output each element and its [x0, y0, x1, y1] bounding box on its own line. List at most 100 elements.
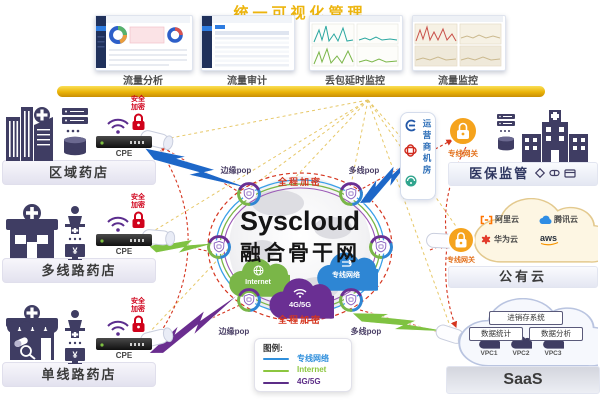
cpe-router-device: [96, 338, 152, 350]
aliyun-icon: [480, 215, 493, 224]
internet-cloud-label: Internet: [226, 265, 290, 288]
hospital-building-icon: [522, 110, 588, 162]
provider-tencent-cloud: 腾讯云: [538, 214, 592, 225]
provider-huawei-cloud: 华为云: [480, 233, 534, 246]
encryption-label-top: 全程加密: [277, 177, 322, 187]
medicine-icon: [549, 169, 560, 177]
svg-text:aws: aws: [540, 233, 557, 243]
public-cloud-providers: 阿里云 腾讯云 华为云 aws: [480, 214, 592, 246]
pop-label-edge-top: 边缘pop: [220, 166, 252, 175]
vpc1-label: VPC1: [480, 350, 498, 357]
dashboard-label-traffic-analysis: 流量分析: [123, 76, 163, 87]
backbone-brand: Syscloud: [239, 206, 361, 236]
site-single-line-pharmacy: 单线路药店 ¥ 安全加密 CPE: [2, 298, 164, 394]
dashboard-thumb-traffic-audit: [201, 15, 295, 71]
server-database-icons: [62, 108, 88, 156]
legend-line-internet: [263, 370, 289, 372]
provider-aws: aws: [538, 233, 592, 246]
tencent-cloud-icon: [539, 215, 552, 224]
wifi-icon: [107, 216, 129, 232]
legend-label-dedicated: 专线网络: [297, 354, 329, 363]
globe-icon: [253, 265, 263, 276]
cpe-router-device: [96, 136, 152, 148]
wifi-icon: [293, 289, 307, 298]
china-unicom-icon: [404, 144, 417, 157]
site-label-platform: 单线路药店: [2, 362, 156, 387]
drugstore-awning-icon: [6, 305, 58, 360]
dashboard-label-latency-monitor: 丢包延时监控: [325, 76, 385, 87]
cpe-label: CPE: [115, 149, 133, 158]
pop-label-multi-bottom: 多线pop: [350, 327, 382, 336]
route-icon: [341, 259, 352, 267]
badge-icon: [534, 167, 545, 179]
public-cloud-platform: 公有云: [448, 266, 598, 288]
saas-system-box: 进销存系统: [489, 311, 563, 325]
secure-encrypt-label: 安全加密: [131, 194, 145, 210]
china-telecom-icon: [405, 119, 416, 132]
site-label-platform: 多线路药店: [2, 258, 156, 283]
card-icon: [564, 169, 576, 178]
lock-icon: [132, 113, 145, 130]
legend-label-internet: Internet: [297, 365, 327, 374]
legend: 图例: 专线网络 Internet 4G/5G: [254, 338, 352, 392]
wifi-icon: [107, 320, 129, 336]
svg-text:¥: ¥: [72, 350, 77, 360]
vpc3-label: VPC3: [544, 350, 562, 357]
latency-line-charts: [310, 16, 400, 67]
dashboard-thumb-traffic-analysis: [95, 15, 193, 71]
traffic-analysis-chart: [96, 16, 190, 68]
dedicated-gateway-cloud-icon: [447, 226, 475, 254]
gateway-cloud-label: 专线网关: [447, 257, 475, 264]
secure-encrypt-label: 安全加密: [131, 298, 145, 314]
legend-title: 图例:: [263, 343, 283, 353]
management-platform-bar: [57, 86, 545, 97]
pharmacy-store-icon: [6, 204, 58, 258]
city-building-icon: [6, 107, 53, 161]
dedicated-gateway-top-icon: [448, 116, 478, 146]
gateway-top-label: 专线网关: [448, 149, 478, 158]
lock-icon: [132, 315, 145, 332]
legend-line-4g5g: [263, 382, 289, 384]
clerk-and-pos-icons: ¥: [65, 206, 85, 260]
saas-platform: SaaS: [446, 366, 600, 394]
regulator-mini-icons: [534, 167, 576, 179]
carrier-room-label: 运营商机房: [422, 119, 432, 177]
clerk-and-pos-icons: ¥: [65, 310, 85, 364]
saas-app-box-analysis: 数据分析: [529, 327, 583, 341]
pop-label-edge-bottom: 边缘pop: [218, 327, 250, 336]
legend-line-dedicated: [263, 358, 289, 360]
vpc2-label: VPC2: [512, 350, 530, 357]
encryption-label-bottom: 全程加密: [277, 315, 322, 325]
pop-label-multi-top: 多线pop: [348, 166, 380, 175]
backbone-name: 融合骨干网: [240, 242, 360, 265]
aws-icon: aws: [540, 233, 559, 246]
svg-text:¥: ¥: [72, 246, 77, 256]
dedicated-cloud-label: 专线网络: [314, 259, 378, 281]
regulator-platform: 医保监管: [448, 162, 598, 186]
site-label-platform: 区域药店: [2, 160, 156, 185]
regulator-server-icons: [497, 114, 515, 151]
site-multi-line-pharmacy: 多线路药店 ¥ 安全加密 CPE: [2, 194, 164, 290]
site-regional-pharmacy: 区域药店 安全加密 CPE: [2, 96, 164, 192]
dashboard-thumb-traffic-monitor: [412, 15, 506, 71]
page-title: 统一可视化管理: [233, 5, 367, 22]
bolt-internet-saas: [349, 300, 451, 350]
traffic-audit-table: [202, 16, 292, 68]
dashboard-thumb-latency-monitor: [309, 15, 403, 71]
secure-encrypt-label: 安全加密: [131, 96, 145, 112]
traffic-monitor-charts: [413, 16, 503, 67]
lock-icon: [132, 211, 145, 228]
carrier-logos: [404, 119, 417, 187]
dashboard-label-traffic-monitor: 流量监控: [438, 76, 478, 87]
cpe-router-device: [96, 234, 152, 246]
regulator-label: 医保监管: [469, 166, 530, 181]
wifi-icon: [107, 118, 129, 134]
cpe-label: CPE: [115, 247, 133, 256]
cpe-label: CPE: [115, 351, 133, 360]
saas-app-box-stats: 数据统计: [469, 327, 523, 341]
mobile-cloud-label: 4G/5G: [266, 287, 334, 309]
china-mobile-icon: [405, 175, 417, 187]
dashboard-label-traffic-audit: 流量审计: [227, 76, 267, 87]
